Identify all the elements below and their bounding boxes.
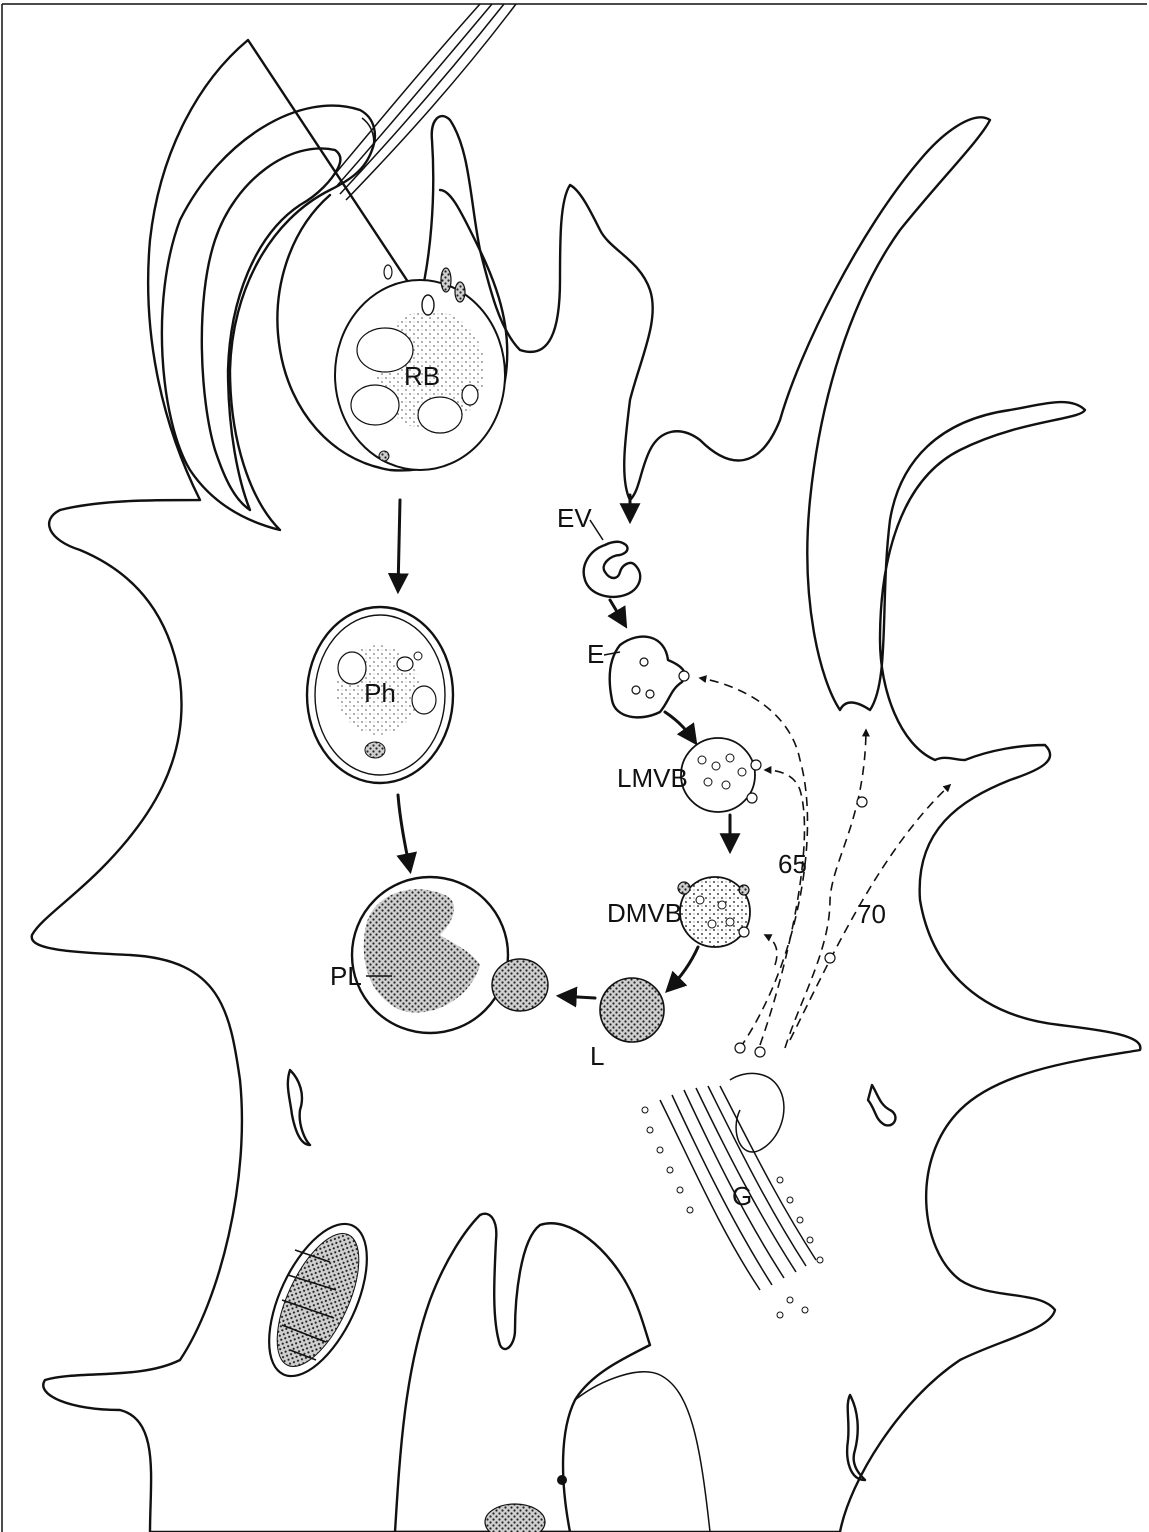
label-rb: RB [404,361,440,391]
arrow-dmvb-to-l [668,947,698,990]
label-g: G [732,1181,752,1211]
label-65: 65 [778,849,807,879]
arrow-ph-to-pl [398,795,410,870]
golgi-apparatus: G [642,1073,823,1318]
transport-pathway-65: 65 [700,678,808,1048]
ph-phagosome: Ph [307,607,453,783]
label-e: E [587,639,604,669]
e-endosome: E [587,637,689,718]
pl-phagolysosome: PL [330,877,548,1033]
arrow-l-to-pl [560,996,595,998]
tubule-left [288,1070,310,1145]
cell-membrane [32,40,1141,1532]
label-ph: Ph [364,678,396,708]
label-dmvb: DMVB [607,898,682,928]
crescent-cell [162,106,375,530]
ev-vesicle: EV [557,503,640,597]
tubule-right [868,1085,895,1125]
dmvb: DMVB [607,877,750,947]
mitochondrion [249,1210,387,1391]
nucleus [395,1214,710,1532]
tubule-bottom-right [847,1395,865,1480]
lmvb: LMVB [617,738,761,812]
arrow-e-to-lmvb [665,712,695,742]
arrow-ev-to-e [610,600,625,625]
transport-pathway-70: 70 [735,730,950,1057]
arrow-rb-to-ph [398,500,400,590]
label-l: L [590,1041,604,1071]
l-lysosome: L [590,978,664,1071]
label-lmvb: LMVB [617,763,688,793]
rb-vesicle: RB [277,190,507,470]
label-pl: PL [330,961,362,991]
label-70: 70 [857,899,886,929]
label-ev: EV [557,503,592,533]
